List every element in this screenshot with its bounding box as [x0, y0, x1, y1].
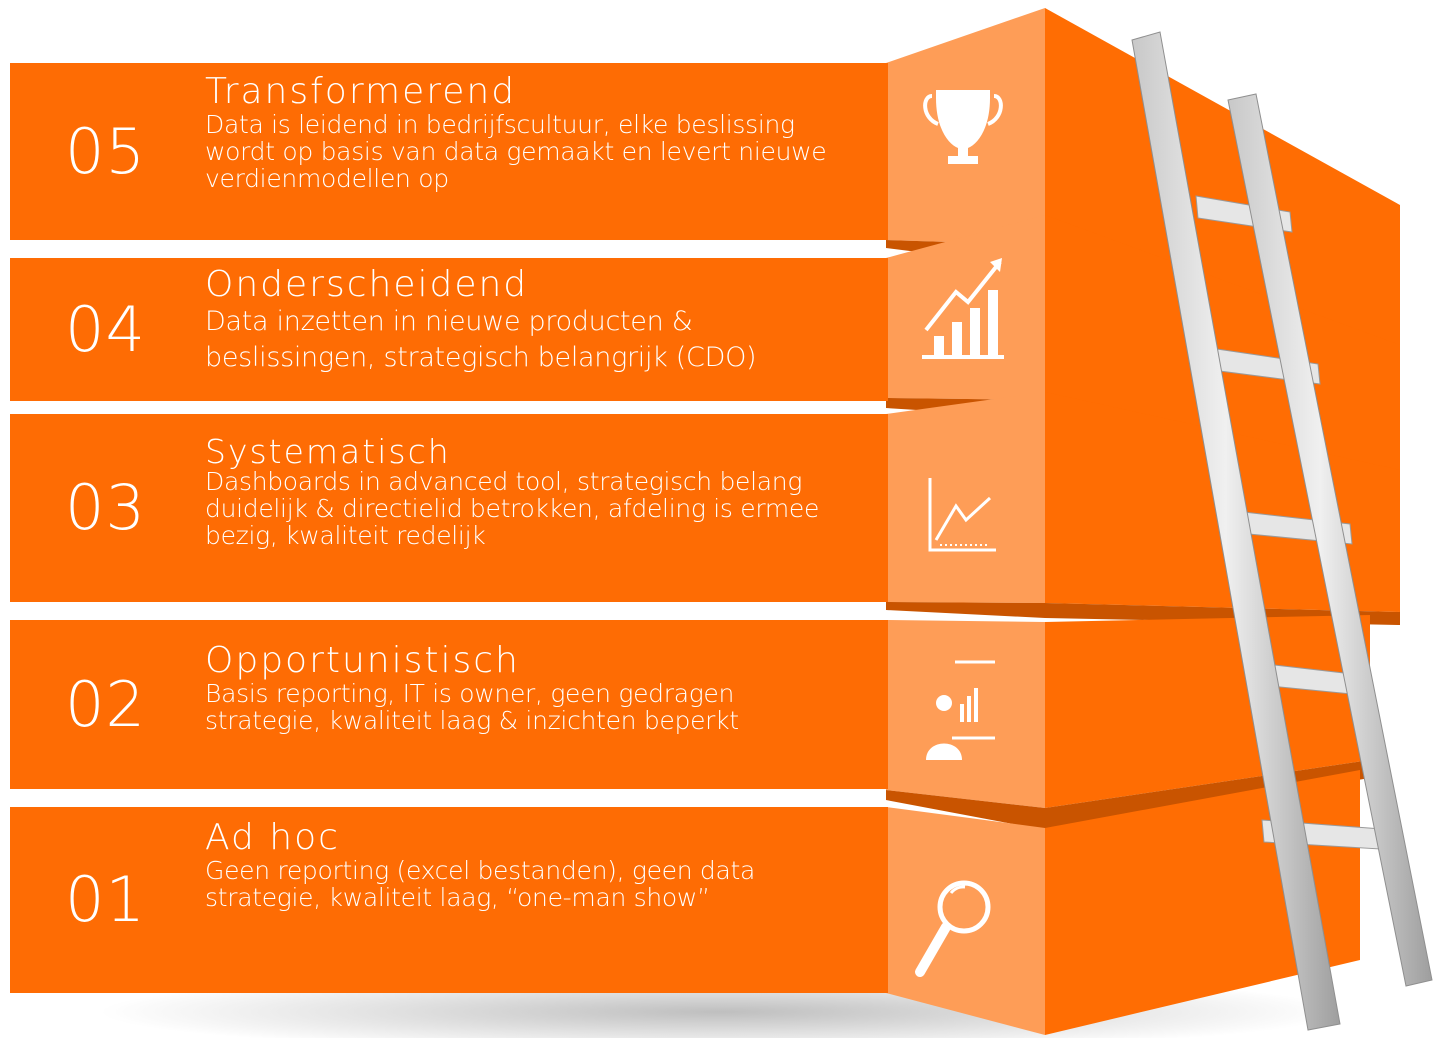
- ladder: [1131, 31, 1433, 1031]
- level-3-description: Dashboards in advanced tool, strategisch…: [205, 467, 820, 550]
- level-2-block: 02 Opportunistisch Basis reporting, IT i…: [10, 620, 888, 789]
- presenter-icon: [926, 660, 995, 760]
- level-2-text: Opportunistisch Basis reporting, IT is o…: [205, 640, 848, 735]
- level-1-description: Geen reporting (excel bestanden), geen d…: [205, 856, 756, 912]
- level-2-title: Opportunistisch: [205, 640, 520, 681]
- level-4-description: Data inzetten in nieuwe producten & besl…: [205, 306, 757, 373]
- ladder-rail-left: [1131, 31, 1341, 1031]
- level-1-text: Ad hoc Geen reporting (excel bestanden),…: [205, 817, 848, 912]
- level-5-description: Data is leidend in bedrijfscultuur, elke…: [205, 110, 827, 193]
- trophy-icon: [923, 90, 1003, 164]
- level-1-title: Ad hoc: [205, 817, 340, 858]
- level-5-number: 05: [65, 114, 146, 188]
- level-3-title: Systematisch: [205, 432, 451, 471]
- level-4-block: 04 Onderscheidend Data inzetten in nieuw…: [10, 258, 888, 401]
- level-3-text: Systematisch Dashboards in advanced tool…: [205, 432, 848, 550]
- level-5-block: 05 Transformerend Data is leidend in bed…: [10, 63, 888, 240]
- line-chart-icon: [928, 478, 996, 552]
- level-3-block: 03 Systematisch Dashboards in advanced t…: [10, 414, 888, 602]
- level-2-number: 02: [65, 667, 146, 741]
- level-2-description: Basis reporting, IT is owner, geen gedra…: [205, 679, 739, 735]
- level-3-number: 03: [65, 471, 146, 544]
- level-4-number: 04: [65, 292, 146, 366]
- level-5-text: Transformerend Data is leidend in bedrij…: [205, 71, 848, 193]
- level-5-title: Transformerend: [205, 71, 517, 112]
- growth-chart-icon: [922, 258, 1004, 359]
- level-4-title: Onderscheidend: [205, 264, 529, 305]
- level-4-text: Onderscheidend Data inzetten in nieuwe p…: [205, 266, 848, 376]
- ladder-rail-right: [1227, 93, 1433, 987]
- magnifier-icon: [915, 880, 991, 977]
- level-1-number: 01: [65, 863, 146, 936]
- level-1-block: 01 Ad hoc Geen reporting (excel bestande…: [10, 807, 888, 993]
